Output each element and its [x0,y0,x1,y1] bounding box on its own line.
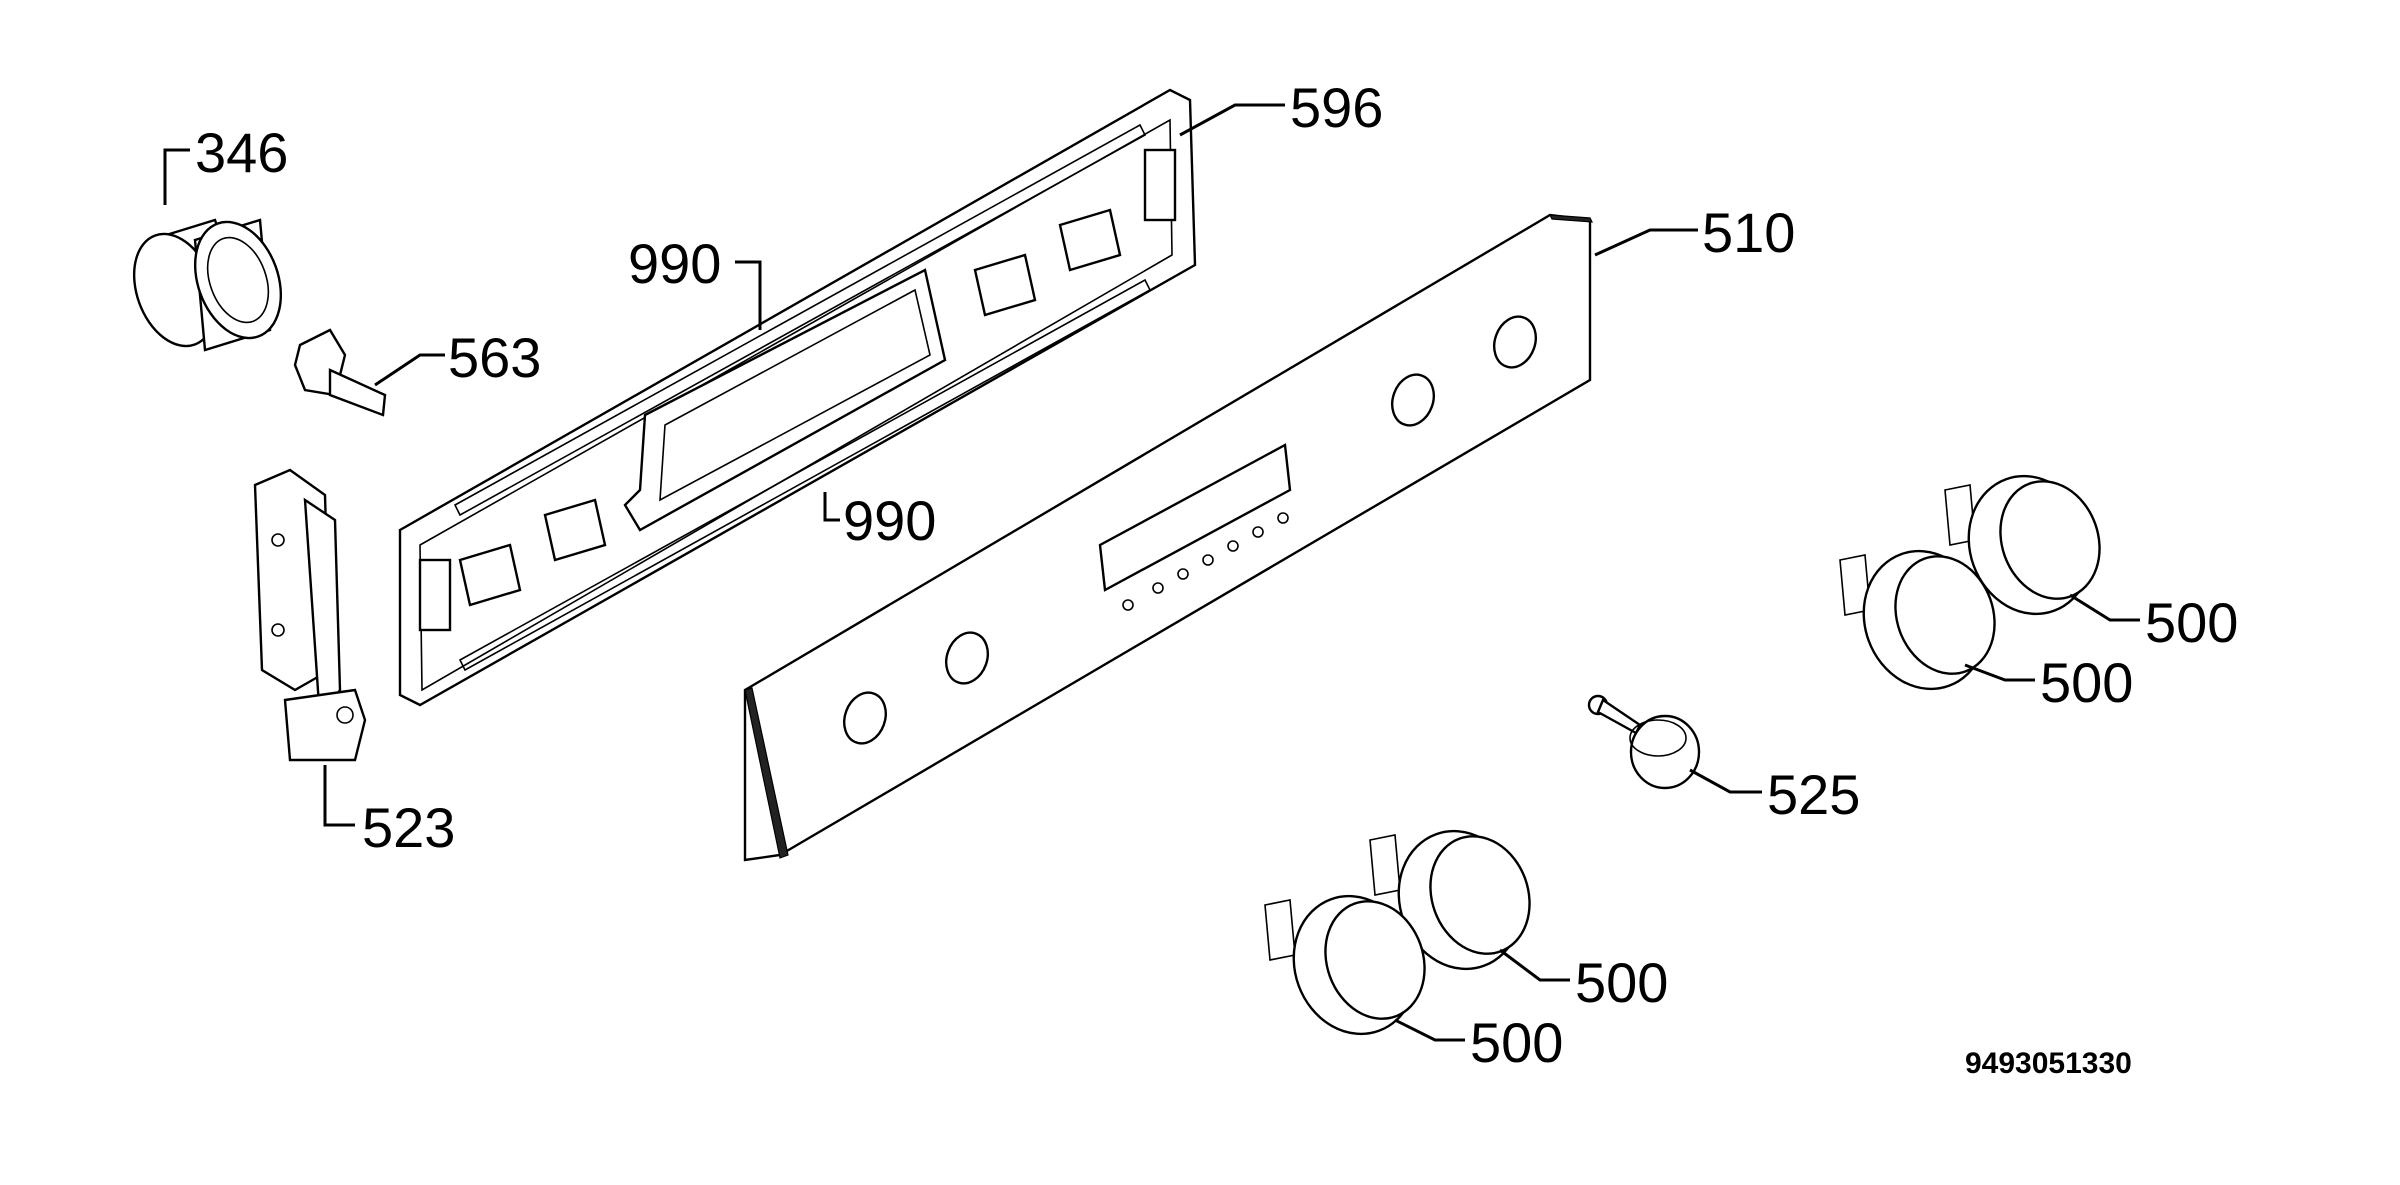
label-523: 523 [362,796,455,859]
leader-990a [735,260,762,330]
drawing-number: 9493051330 [1965,1047,2132,1080]
part-500-knob-b [1839,549,1996,691]
leader-990b [823,492,840,522]
label-346: 346 [195,121,288,184]
leader-523 [323,765,355,827]
part-596-frame [398,88,1197,707]
leader-500d [1394,1018,1465,1042]
part-500-knob-c [1369,829,1531,971]
label-990-lower: 990 [843,489,936,552]
label-596: 596 [1290,76,1383,139]
leader-500a [2069,593,2140,622]
part-525-push-button [1587,694,1701,790]
leader-346 [163,148,190,205]
leader-525 [1689,768,1762,794]
label-500-d: 500 [1470,1011,1563,1074]
part-346-cylinder [132,218,283,352]
leader-563 [374,353,445,387]
leader-596 [1179,103,1285,137]
leader-500b [1964,663,2035,682]
label-990-upper: 990 [628,232,721,295]
part-563-bracket [293,328,387,417]
label-563: 563 [448,326,541,389]
part-510-front-panel [743,213,1594,862]
leader-500c [1499,948,1570,982]
part-523-hinge [253,468,367,762]
part-500-knob-d [1264,894,1426,1036]
label-510: 510 [1702,201,1795,264]
part-500-knob-a [1944,474,2101,616]
leader-510 [1594,228,1698,257]
label-500-a: 500 [2145,591,2238,654]
label-500-b: 500 [2040,651,2133,714]
label-525: 525 [1767,763,1860,826]
label-500-c: 500 [1575,951,1668,1014]
